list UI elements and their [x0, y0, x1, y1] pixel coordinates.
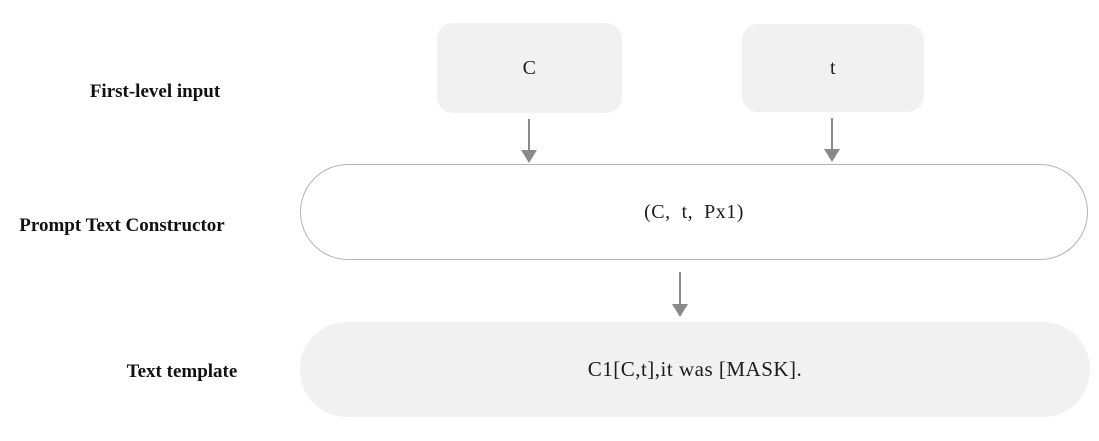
- label-first-level-input: First-level input: [89, 81, 221, 102]
- down-arrow-icon: [672, 272, 688, 317]
- arrow-head: [672, 304, 688, 317]
- down-arrow-icon: [824, 118, 840, 163]
- node-prompt-text-constructor: (C, t, Px1): [300, 164, 1088, 260]
- arrow-shaft: [679, 272, 681, 304]
- arrow-head: [521, 150, 537, 163]
- arrow-shaft: [831, 118, 833, 149]
- arrow-head: [824, 149, 840, 162]
- down-arrow-icon: [521, 119, 537, 163]
- node-input-c: C: [437, 23, 622, 113]
- label-text-template: Text template: [126, 361, 238, 382]
- node-input-t: t: [742, 24, 924, 112]
- label-prompt-text-constructor: Prompt Text Constructor: [19, 215, 225, 236]
- arrow-shaft: [528, 119, 530, 150]
- node-text-template: C1[C,t],it was [MASK].: [300, 322, 1090, 417]
